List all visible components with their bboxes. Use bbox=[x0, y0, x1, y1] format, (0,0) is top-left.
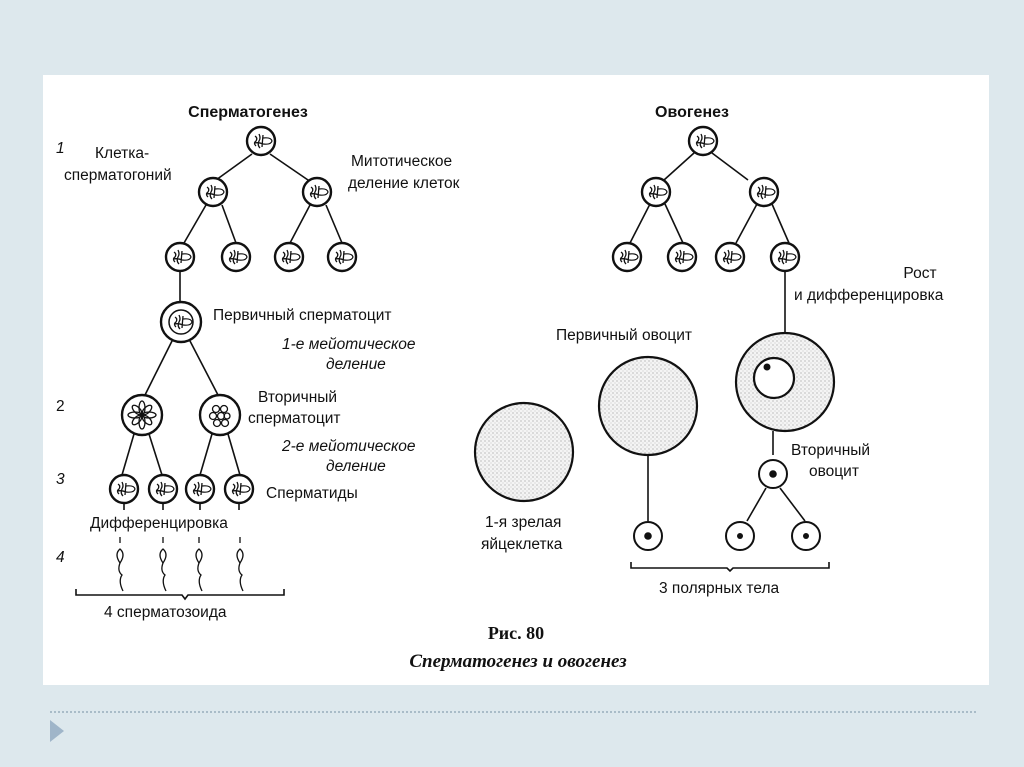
oogonium-cell bbox=[640, 176, 672, 208]
oogonium-cell bbox=[748, 176, 780, 208]
growth-label-1: Рост bbox=[903, 265, 936, 282]
mitotic-division-label-2: деление клеток bbox=[348, 175, 460, 192]
spermatid-cell bbox=[147, 473, 179, 505]
polar-body bbox=[791, 521, 821, 551]
primary-spermatocyte-cell bbox=[159, 300, 203, 344]
stage-number-3: 3 bbox=[56, 471, 65, 488]
polar-bodies-brace bbox=[630, 562, 830, 573]
spermatids-label: Сперматиды bbox=[266, 485, 358, 502]
spermatid-cell bbox=[184, 473, 216, 505]
spermatogenesis-title: Сперматогенез bbox=[188, 104, 308, 121]
spermatogonia-tree bbox=[179, 153, 343, 302]
spermatogonium-cell bbox=[273, 241, 305, 273]
stage-number-1: 1 bbox=[56, 140, 65, 157]
secondary-oocyte-cell bbox=[758, 459, 788, 489]
primary-spermatocyte-label: Первичный сперматоцит bbox=[213, 307, 392, 324]
secondary-oocyte-label-2: овоцит bbox=[809, 463, 859, 480]
meiosis2-label-1: 2-е мейотическое bbox=[281, 438, 416, 455]
spermatogonium-cell bbox=[245, 125, 277, 157]
oogonia-tree bbox=[629, 152, 790, 333]
oogonium-cell bbox=[687, 125, 719, 157]
growth-label-2: и дифференцировка bbox=[794, 287, 944, 304]
oogonium-cell bbox=[769, 241, 801, 273]
differentiation-label: Дифференцировка bbox=[90, 515, 228, 532]
spermatogonium-cell bbox=[164, 241, 196, 273]
spermatozoon bbox=[116, 537, 124, 592]
secondary-spermatocyte-label-1: Вторичный bbox=[258, 389, 337, 406]
secondary-spermatocyte-cell bbox=[120, 393, 164, 437]
triangle-right-icon[interactable] bbox=[50, 720, 64, 742]
figure-number: Рис. 80 bbox=[488, 623, 544, 643]
spermatozoon bbox=[236, 537, 244, 592]
polar-body bbox=[725, 521, 755, 551]
oogonium-cell bbox=[611, 241, 643, 273]
secondary-oocyte-label-1: Вторичный bbox=[791, 442, 870, 459]
spermatozoon bbox=[195, 537, 203, 592]
mature-egg-label-1: 1-я зрелая bbox=[485, 514, 561, 531]
oogonium-cell bbox=[666, 241, 698, 273]
spermatid-cell bbox=[223, 473, 255, 505]
oogenesis-title: Овогенез bbox=[655, 104, 729, 121]
oocyte-large-cell bbox=[597, 355, 699, 457]
figure-caption: Сперматогенез и овогенез bbox=[409, 651, 627, 672]
stage-number-2: 2 bbox=[56, 398, 65, 415]
oogonium-cell bbox=[714, 241, 746, 273]
primary-oocyte-label: Первичный овоцит bbox=[556, 327, 692, 344]
mature-egg-label-2: яйцеклетка bbox=[481, 536, 563, 553]
polar-bodies-label: 3 полярных тела bbox=[659, 580, 779, 597]
spermatozoa-count-label: 4 сперматозоида bbox=[104, 604, 227, 621]
spermatogonium-cell bbox=[326, 241, 358, 273]
spermatozoa bbox=[116, 537, 244, 592]
secondary-spermatocyte-label-2: сперматоцит bbox=[248, 410, 341, 427]
spermatid-cell bbox=[108, 473, 140, 505]
mitotic-division-label-1: Митотическое bbox=[351, 153, 452, 170]
slide-divider bbox=[50, 711, 976, 713]
meiosis1-label-2: деление bbox=[326, 356, 386, 373]
stage-number-4: 4 bbox=[56, 549, 65, 566]
spermatogonium-cell bbox=[220, 241, 252, 273]
polar-body bbox=[633, 521, 663, 551]
primary-oocyte-cell bbox=[734, 331, 836, 433]
spermatogonium-cell bbox=[197, 176, 229, 208]
meiosis2-label-2: деление bbox=[326, 458, 386, 475]
spermatogonium-label-2: сперматогоний bbox=[64, 167, 172, 184]
spermatogonium-cell bbox=[301, 176, 333, 208]
spermatozoon bbox=[159, 537, 167, 592]
secondary-spermatocyte-cell bbox=[198, 393, 242, 437]
meiosis1-label-1: 1-е мейотическое bbox=[282, 336, 416, 353]
spermatozoa-brace bbox=[75, 589, 285, 601]
mature-egg-cell bbox=[473, 401, 575, 503]
spermatogonium-label-1: Клетка- bbox=[95, 145, 149, 162]
